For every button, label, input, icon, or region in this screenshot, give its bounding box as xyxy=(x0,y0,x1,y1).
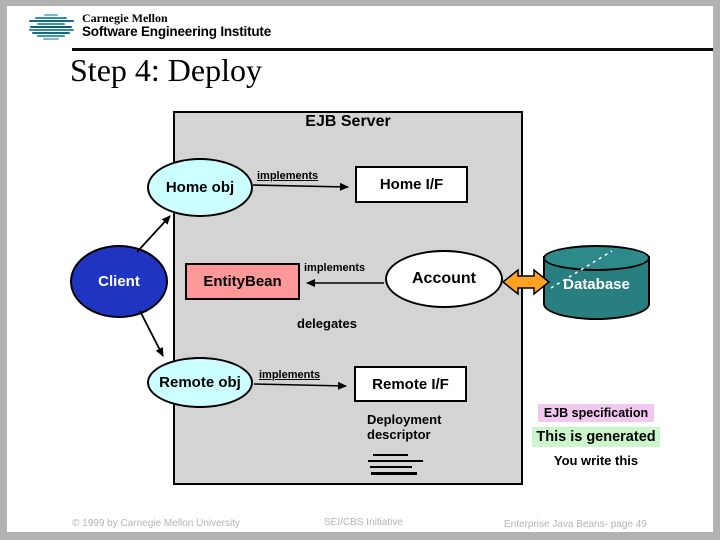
document-lines-icon xyxy=(371,472,417,475)
logo-bar xyxy=(43,38,59,40)
remote-obj-node: Remote obj xyxy=(147,357,253,408)
footer-copyright: © 1999 by Carnegie Mellon University xyxy=(72,518,241,529)
home-obj-node: Home obj xyxy=(147,158,253,217)
home-interface-node: Home I/F xyxy=(355,166,468,203)
brand-name: Carnegie Mellon xyxy=(82,11,168,25)
entity-bean-node: EntityBean xyxy=(185,263,300,300)
sei-logo-icon xyxy=(28,10,74,44)
logo-bar xyxy=(28,20,74,22)
legend-ejb-specification: EJB specification xyxy=(537,404,655,422)
header-divider xyxy=(72,48,713,51)
document-lines-icon xyxy=(368,460,423,462)
database-label: Database xyxy=(563,276,630,293)
legend-you-write-this: You write this xyxy=(553,453,639,468)
document-lines-icon xyxy=(370,466,412,468)
remote-interface-node: Remote I/F xyxy=(354,366,467,402)
delegates-label: delegates xyxy=(297,316,357,331)
footer-page-number: Enterprise Java Beans- page 49 xyxy=(504,519,647,530)
implements-label-home: implements xyxy=(257,170,319,182)
logo-bar xyxy=(35,17,67,19)
brand-block: Carnegie Mellon Software Engineering Ins… xyxy=(82,11,272,40)
logo-bar xyxy=(30,26,72,28)
legend-this-is-generated: This is generated xyxy=(532,427,660,447)
logo-bar xyxy=(37,23,65,25)
logo-bar xyxy=(32,32,70,34)
document-lines-icon xyxy=(373,454,408,456)
account-node: Account xyxy=(385,250,503,308)
client-node: Client xyxy=(70,245,168,318)
logo-bar xyxy=(37,35,65,37)
ejb-server-label: EJB Server xyxy=(305,113,391,130)
page-title: Step 4: Deploy xyxy=(70,52,262,88)
implements-label-account: implements xyxy=(304,262,366,274)
footer-initiative: SEI/CBS Initiative xyxy=(324,517,403,528)
database-cylinder-top xyxy=(543,245,650,271)
deployment-descriptor-label: Deployment descriptor xyxy=(367,412,442,442)
implements-label-remote: implements xyxy=(259,369,321,381)
logo-bar xyxy=(44,14,58,16)
logo-bar xyxy=(28,29,74,31)
legend: EJB specification This is generated You … xyxy=(520,404,672,469)
brand-institute: Software Engineering Institute xyxy=(82,24,272,40)
